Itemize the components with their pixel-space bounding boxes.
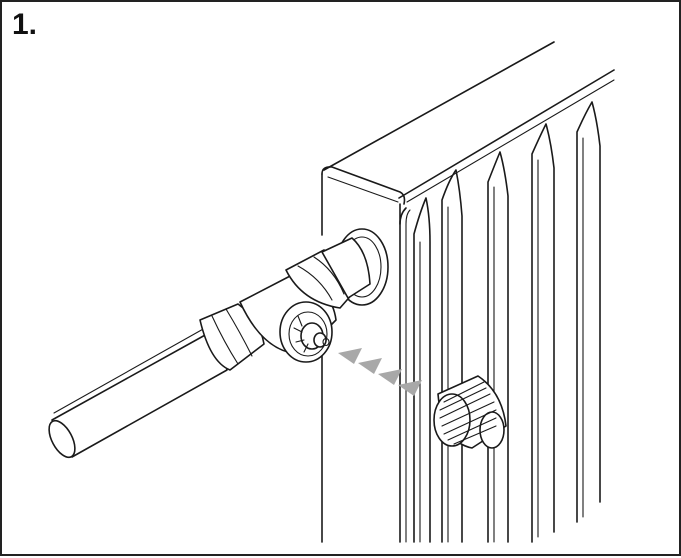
thermostatic-cap-icon [433, 375, 507, 449]
radiator-fins [413, 101, 601, 543]
valve-icon [199, 237, 371, 371]
radiator-body [321, 41, 615, 543]
pipe-icon [48, 327, 228, 459]
direction-arrows-icon [338, 348, 422, 396]
step-number: 1. [12, 8, 38, 41]
